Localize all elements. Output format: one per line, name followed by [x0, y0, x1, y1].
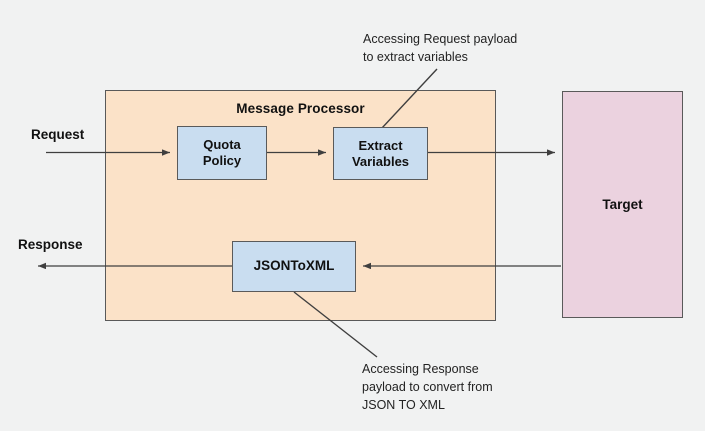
- leader-line-bottom-annotation: [293, 291, 378, 358]
- quota-policy-node[interactable]: Quota Policy: [177, 126, 267, 180]
- jsontoxml-label: JSONToXML: [253, 258, 335, 274]
- quota-policy-label: Quota Policy: [202, 137, 242, 168]
- target-label: Target: [602, 197, 643, 212]
- extract-variables-node[interactable]: Extract Variables: [333, 127, 428, 180]
- response-flow-label: Response: [18, 237, 83, 252]
- extract-variables-label: Extract Variables: [351, 137, 410, 169]
- leader-line-top-annotation: [381, 68, 438, 129]
- annotation-request-payload: Accessing Request payload to extract var…: [363, 32, 518, 64]
- request-flow-label: Request: [31, 127, 85, 142]
- message-processor-title: Message Processor: [236, 101, 365, 116]
- target-node[interactable]: Target: [562, 91, 683, 318]
- annotation-response-payload: Accessing Response payload to convert fr…: [362, 362, 493, 412]
- jsontoxml-node[interactable]: JSONToXML: [232, 241, 356, 292]
